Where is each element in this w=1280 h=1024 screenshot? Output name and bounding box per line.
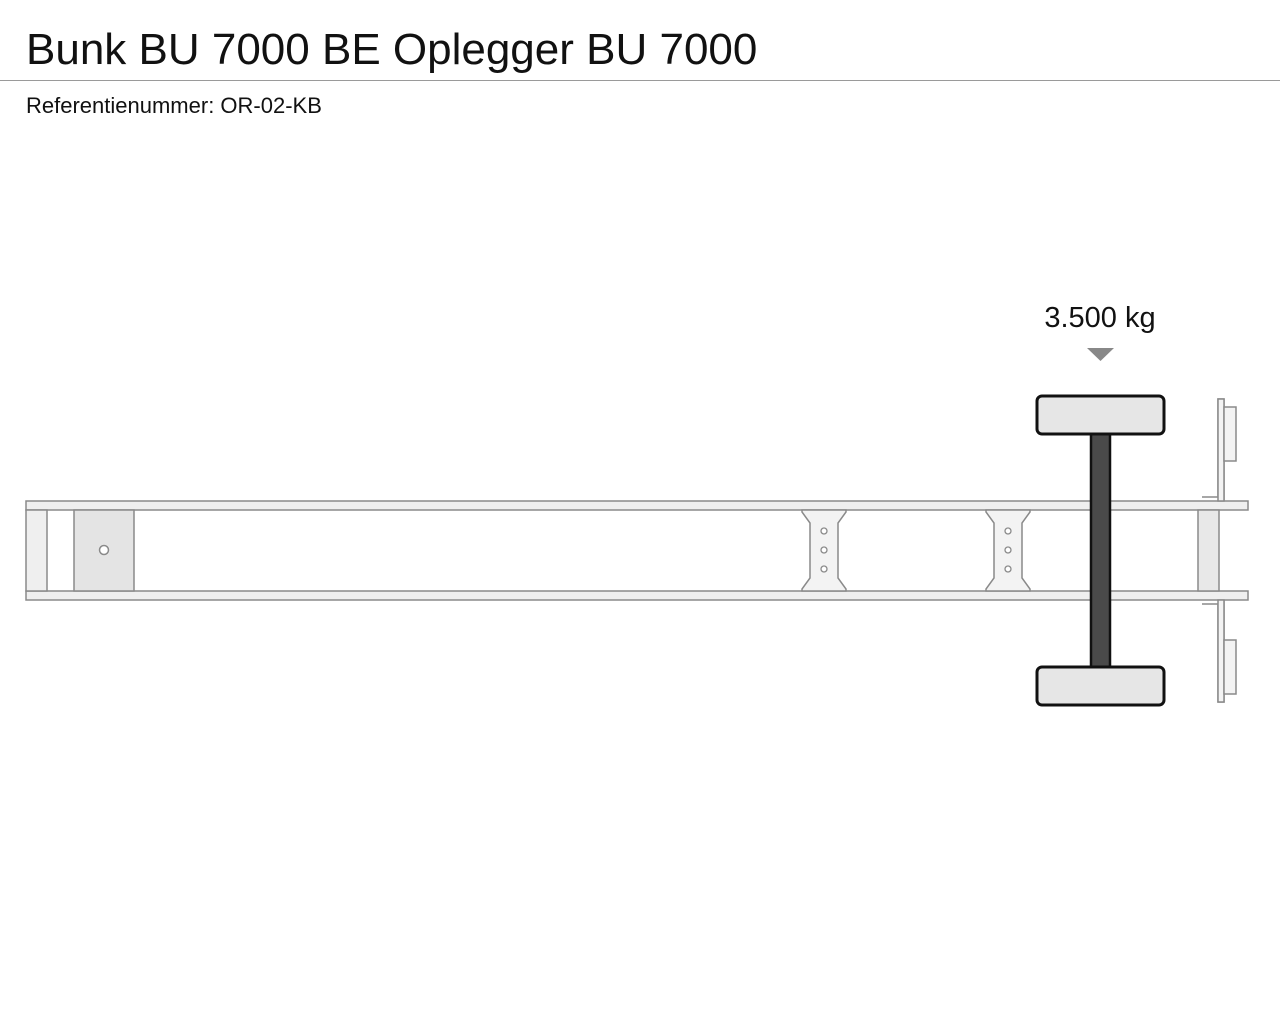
cross-brace-2 (985, 509, 1031, 592)
frame-rail-top (25, 500, 1249, 511)
rear-light-bottom (1223, 639, 1237, 695)
frame-rear-crossmember (1197, 509, 1220, 592)
rear-light-top (1223, 406, 1237, 462)
axle-beam (1089, 430, 1112, 670)
rear-bumper (1202, 398, 1237, 703)
chassis-frame (25, 500, 1249, 601)
frame-rail-bottom (25, 590, 1249, 601)
wheel-bottom (1035, 665, 1166, 707)
wheel-top (1035, 394, 1166, 436)
axle-load-label: 3.500 kg (1044, 302, 1155, 334)
cross-brace-1 (801, 509, 847, 592)
frame-front-crossmember (25, 509, 48, 592)
axle-load-marker-icon (1087, 348, 1114, 361)
kingpin (98, 544, 110, 556)
axle-1 (1035, 394, 1166, 707)
reference-number: Referentienummer: OR-02-KB (26, 93, 322, 118)
title-divider (0, 80, 1280, 81)
page-title: Bunk BU 7000 BE Oplegger BU 7000 (26, 25, 758, 74)
